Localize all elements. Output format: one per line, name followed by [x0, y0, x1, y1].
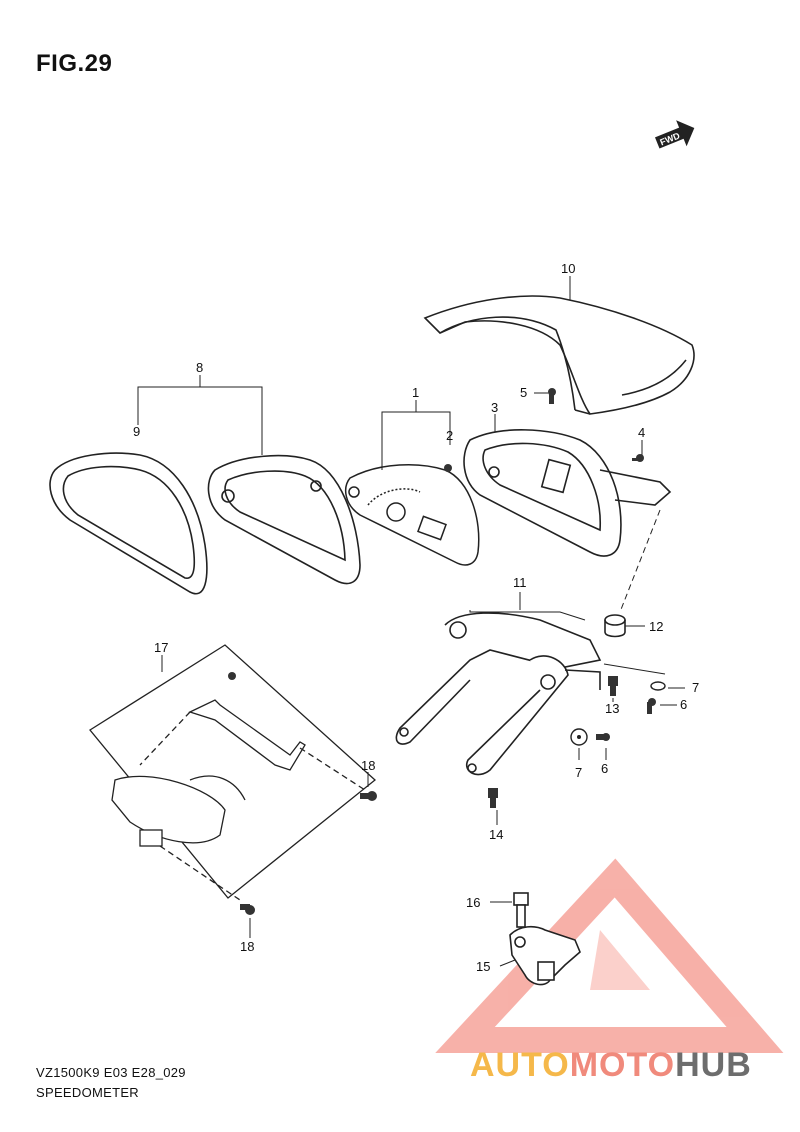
callout-7-lower: 7 — [575, 765, 582, 780]
part-2-screw — [444, 464, 452, 472]
part-4-screw — [632, 454, 644, 462]
watermark-brand-text: AUTOMOTOHUB — [470, 1046, 752, 1085]
brand-part-hub: HUB — [675, 1046, 752, 1084]
figure-title: FIG.29 — [36, 50, 113, 77]
callout-4: 4 — [638, 425, 645, 440]
callout-6-upper: 6 — [680, 697, 687, 712]
callout-17: 17 — [154, 640, 168, 655]
callout-7-upper: 7 — [692, 680, 699, 695]
callout-12: 12 — [649, 619, 663, 634]
callout-18-upper: 18 — [361, 758, 375, 773]
brand-part-moto: MOTO — [569, 1046, 676, 1084]
part-8-meter-face-frame — [207, 454, 361, 585]
part-5-screw — [548, 388, 556, 404]
callout-2: 2 — [446, 428, 453, 443]
callout-leader-lines — [137, 276, 685, 967]
part-1-gauge-cluster — [344, 464, 480, 566]
callout-1: 1 — [412, 385, 419, 400]
part-11-meter-bracket — [395, 612, 602, 776]
part-15-speed-sensor — [509, 925, 581, 986]
callout-3: 3 — [491, 400, 498, 415]
part-18-screw-lower — [240, 904, 255, 915]
part-7-washer-lower — [570, 728, 588, 746]
part-3-meter-case — [463, 429, 672, 557]
part-16-socket-bolt — [513, 892, 529, 928]
part-17-indicator-box — [89, 644, 377, 901]
callout-6-lower: 6 — [601, 761, 608, 776]
part-6-bolt-lower — [596, 733, 610, 741]
part-6-bolt-upper — [647, 698, 656, 714]
part-12-grommet — [604, 614, 626, 638]
callout-16: 16 — [466, 895, 480, 910]
fwd-label: FWD — [659, 130, 682, 147]
part-14-bolt — [488, 788, 498, 808]
forward-direction-arrow-icon: FWD — [654, 120, 695, 149]
callout-labels: 1 2 3 4 5 6 6 7 7 8 9 10 11 12 13 14 15 … — [133, 261, 699, 974]
part-18-screw-upper — [360, 791, 377, 801]
section-name: SPEEDOMETER — [36, 1085, 139, 1100]
part-10-meter-cover — [423, 295, 695, 415]
callout-8: 8 — [196, 360, 203, 375]
part-7-washer-upper — [650, 681, 666, 691]
callout-15: 15 — [476, 959, 490, 974]
callout-10: 10 — [561, 261, 575, 276]
brand-part-auto: AUTO — [470, 1046, 570, 1084]
callout-13: 13 — [605, 701, 619, 716]
model-code: VZ1500K9 E03 E28_029 — [36, 1065, 186, 1080]
callout-11: 11 — [513, 575, 527, 590]
callout-9: 9 — [133, 424, 140, 439]
callout-14: 14 — [489, 827, 503, 842]
part-13-bolt — [608, 676, 618, 696]
part-9-bezel-ring — [49, 452, 208, 595]
callout-18-lower: 18 — [240, 939, 254, 954]
callout-5: 5 — [520, 385, 527, 400]
